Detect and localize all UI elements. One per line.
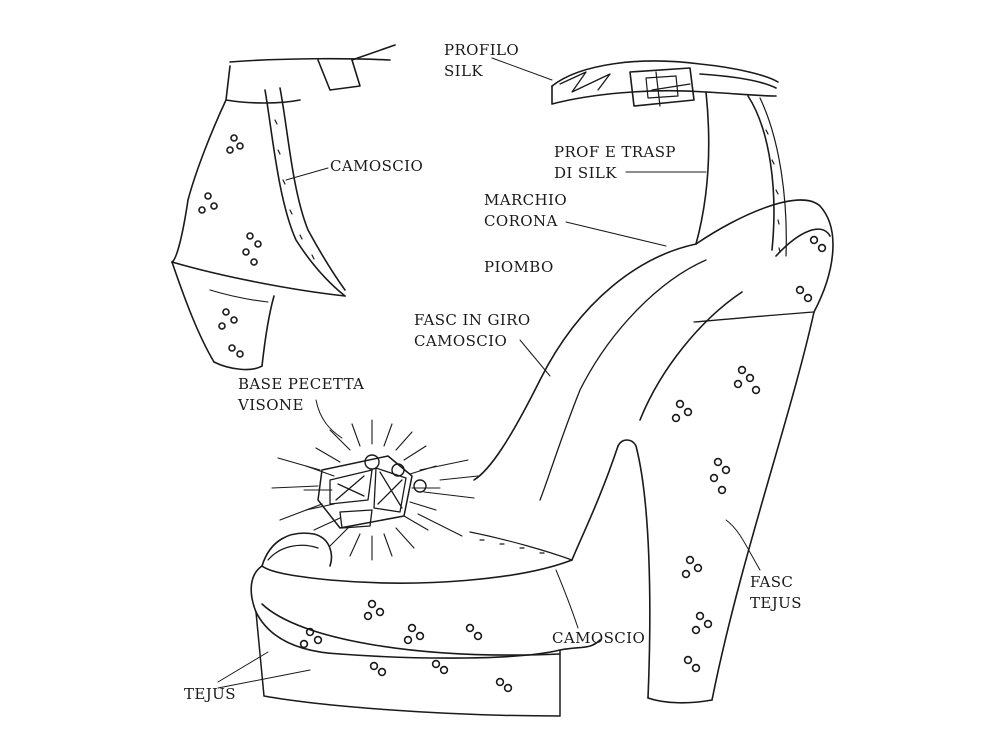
leader-base-pecetta	[315, 399, 343, 439]
leader-marchio-corona	[565, 221, 667, 247]
leader-fasc-tejus	[725, 519, 761, 571]
leader-tejus-1	[217, 651, 269, 683]
fur-ornament-sketch	[271, 419, 479, 561]
label-prof-trasp-silk: PROF E TRASP DI SILK	[554, 143, 676, 182]
leader-fasc-in-giro	[519, 339, 551, 377]
leader-profilo-silk	[491, 57, 553, 81]
ankle-strap-sketch	[551, 60, 787, 257]
leader-lines	[217, 57, 761, 689]
label-camoscio-strap: CAMOSCIO	[330, 157, 424, 175]
label-base-pecetta-visone: BASE PECETTA VISONE	[238, 375, 365, 414]
label-profilo-silk: PROFILO SILK	[444, 41, 520, 80]
label-fasc-tejus: FASC TEJUS	[750, 573, 802, 612]
label-tejus: TEJUS	[184, 685, 236, 703]
leader-camoscio-welt	[555, 569, 579, 629]
label-piombo: PIOMBO	[484, 258, 554, 276]
label-fasc-in-giro-camoscio: FASC IN GIRO CAMOSCIO	[414, 311, 531, 350]
label-marchio-corona: MARCHIO CORONA	[484, 191, 568, 230]
back-view-sketch	[171, 44, 396, 371]
label-camoscio-welt: CAMOSCIO	[552, 629, 646, 647]
leader-camoscio-strap	[285, 167, 329, 181]
leader-tejus-2	[217, 669, 311, 689]
shoe-side-view-sketch	[250, 199, 834, 717]
